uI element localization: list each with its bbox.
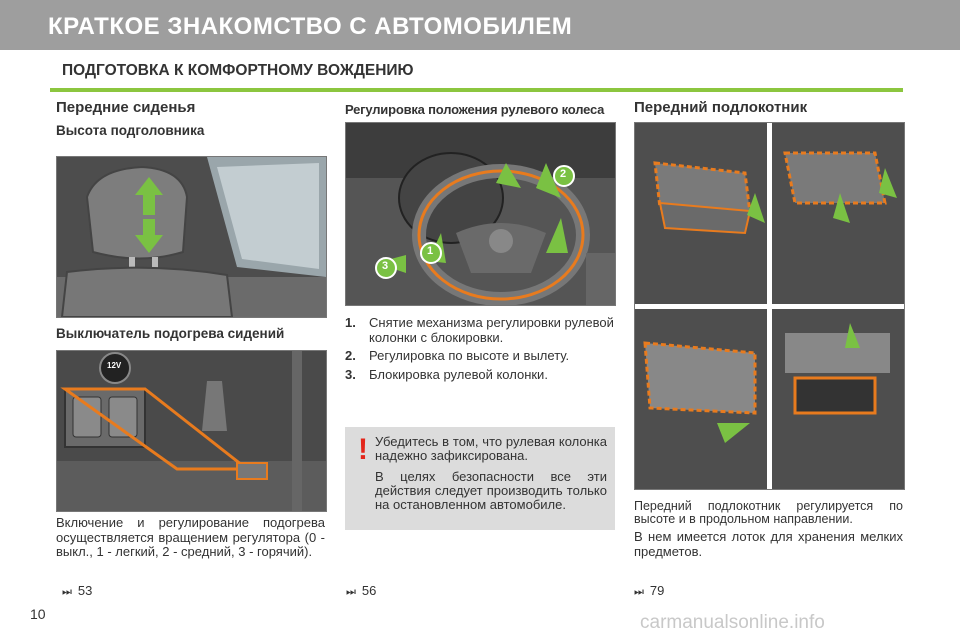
fast-forward-icon: ⏭: [634, 586, 644, 598]
page-title: КРАТКОЕ ЗНАКОМСТВО С АВТОМОБИЛЕМ: [48, 13, 573, 40]
steering-wheel-image: 2 1 3: [345, 122, 616, 306]
warning-text-1: Убедитесь в том, что рулевая колонка над…: [375, 434, 607, 463]
seat-heating-description: Включение и регулирование подогрева осущ…: [56, 515, 325, 559]
warning-box: ! Убедитесь в том, что рулевая колонка н…: [345, 427, 615, 530]
armrest-heading: Передний подлокотник: [634, 99, 808, 116]
armrest-images: [634, 122, 905, 490]
front-seats-heading: Передние сиденья: [56, 99, 196, 116]
fast-forward-icon: ⏭: [346, 586, 356, 598]
armrest-description-1: Передний подлокотник регулируется по выс…: [634, 499, 903, 526]
callout-1: 1: [427, 245, 434, 257]
callout-2: 2: [560, 168, 567, 180]
steering-adjust-heading: Регулировка положения рулевого колеса: [345, 102, 605, 117]
12v-socket-label: 12V: [107, 361, 122, 370]
section-title: ПОДГОТОВКА К КОМФОРТНОМУ ВОЖДЕНИЮ: [62, 62, 414, 79]
armrest-description-2: В нем имеется лоток для хранения мелких …: [634, 529, 903, 559]
page-number: 10: [30, 606, 46, 622]
list-item: 2.Регулировка по высоте и вылету.: [345, 348, 570, 363]
list-item: 3.Блокировка рулевой колонки.: [345, 366, 548, 382]
page-reference-left[interactable]: ⏭53: [62, 583, 93, 598]
list-item: 1.Снятие механизма регулировки рулевой к…: [345, 315, 614, 345]
headrest-image: [56, 156, 327, 318]
steering-steps-list: 1.Снятие механизма регулировки рулевой к…: [345, 315, 615, 386]
seat-heating-image: 12V: [56, 350, 327, 512]
fast-forward-icon: ⏭: [62, 586, 72, 598]
watermark: carmanualsonline.info: [640, 612, 825, 633]
page-header: КРАТКОЕ ЗНАКОМСТВО С АВТОМОБИЛЕМ: [0, 0, 960, 50]
warning-icon: !: [358, 433, 368, 466]
seat-heating-heading: Выключатель подогрева сидений: [56, 326, 285, 341]
page-reference-right[interactable]: ⏭79: [634, 583, 665, 598]
headrest-height-heading: Высота подголовника: [56, 123, 205, 138]
section-divider: [50, 88, 903, 92]
warning-text-2: В целях безопасности все эти действия сл…: [375, 469, 607, 512]
page-reference-middle[interactable]: ⏭56: [346, 583, 377, 598]
callout-3: 3: [382, 260, 389, 272]
